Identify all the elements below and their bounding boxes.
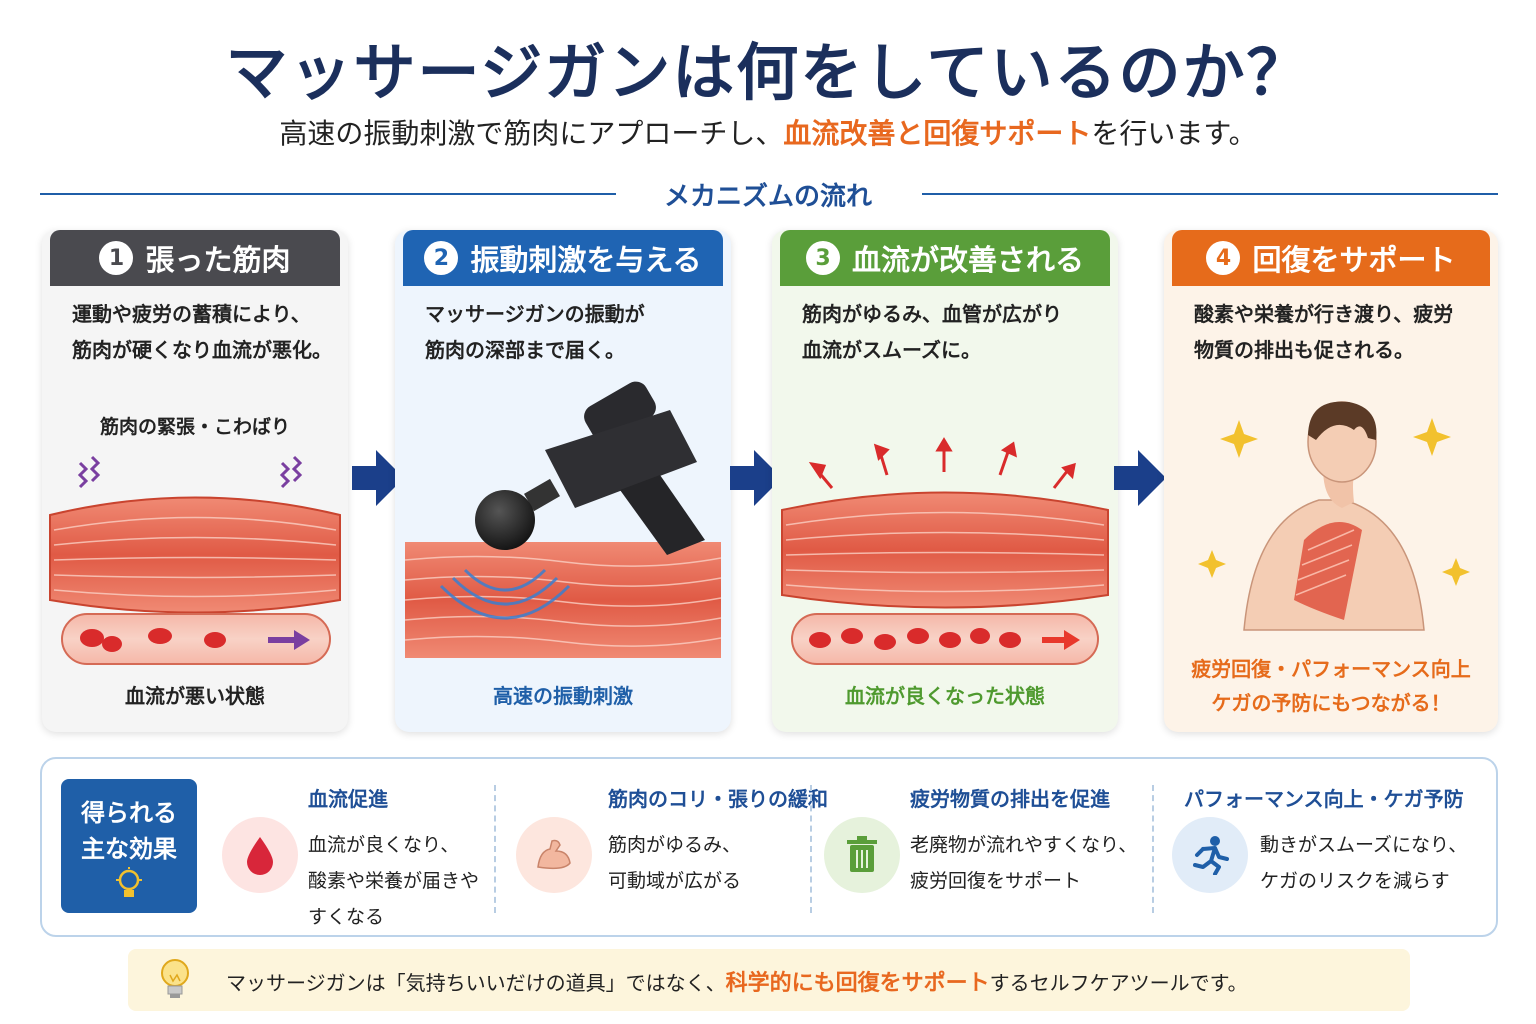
step-title: 振動刺激を与える (470, 243, 702, 277)
effect-item-waste-removal: 疲労物質の排出を促進 老廃物が流れやすくなり、 疲労回復をサポート (824, 759, 1154, 935)
vibration-label: 高速の振動刺激 (493, 684, 633, 708)
effect-title: 血流促進 (308, 787, 388, 811)
step-header-4: 4 回復をサポート (1172, 230, 1490, 286)
effect-line: 可動域が広がる (608, 870, 742, 892)
effect-item-performance: パフォーマンス向上・ケガ予防 動きがスムーズになり、 ケガのリスクを減らす (1172, 759, 1492, 935)
lightbulb-icon (161, 959, 189, 998)
upward-arrows-icon (808, 437, 1076, 489)
desc-line: 筋肉の深部まで届く。 (425, 338, 625, 362)
subtitle-accent: 血流改善と回復サポート (783, 117, 1092, 150)
outcome-line: ケガの予防にもつながる！ (1211, 691, 1451, 715)
tension-zigzag-icon (77, 455, 303, 489)
flexed-arm-icon (516, 817, 592, 893)
desc-line: マッサージガンの振動が (425, 302, 645, 326)
massage-gun-illustration (405, 381, 721, 658)
desc-line: 物質の排出も促される。 (1194, 338, 1414, 362)
step-description: マッサージガンの振動が 筋肉の深部まで届く。 (395, 286, 731, 368)
effect-text: 筋肉がゆるみ、 可動域が広がる (608, 827, 741, 899)
effect-text: 血流が良くなり、 酸素や栄養が届きや すくなる (308, 827, 479, 935)
step-number: 4 (1206, 241, 1241, 275)
flow-label: メカニズムの流れ (0, 176, 1536, 213)
step-card-2: 2 振動刺激を与える マッサージガンの振動が 筋肉の深部まで届く。 高速の振動刺… (395, 230, 731, 732)
flow-label-text: メカニズムの流れ (637, 182, 898, 212)
running-person-icon (1172, 817, 1248, 893)
page-subtitle: 高速の振動刺激で筋肉にアプローチし、血流改善と回復サポートを行います。 (0, 112, 1536, 152)
recovered-person-illustration (1198, 401, 1470, 631)
effect-line: 老廃物が流れやすくなり、 (910, 834, 1138, 856)
effect-title: パフォーマンス向上・ケガ予防 (1184, 787, 1464, 811)
subtitle-part: 高速の振動刺激で筋肉にアプローチし、 (279, 117, 784, 150)
effect-text: 老廃物が流れやすくなり、 疲労回復をサポート (910, 827, 1137, 899)
step-header-1: 1 張った筋肉 (50, 230, 340, 286)
tip-part: マッサージガンは「気持ちいいだけの道具」ではなく、 (226, 971, 726, 995)
flow-arrow-icon (730, 450, 782, 506)
effects-panel: 得られる 主な効果 血流促進 血流が良くなり、 酸素や栄養が届きや すくなる 筋… (40, 757, 1498, 937)
tense-muscle-illustration (49, 455, 341, 614)
effect-line: 酸素や栄養が届きや (308, 870, 480, 892)
effect-line: 筋肉がゆるみ、 (608, 834, 742, 856)
desc-line: 運動や疲労の蓄積により、 (72, 302, 311, 326)
effect-title: 疲労物質の排出を促進 (910, 787, 1110, 811)
sparkle-icon (1198, 418, 1470, 586)
step-card-4: 4 回復をサポート 酸素や栄養が行き渡り、疲労 物質の排出も促される。 疲労回復… (1164, 230, 1498, 732)
effect-title: 筋肉のコリ・張りの緩和 (608, 787, 828, 811)
effects-divider (810, 785, 812, 913)
flow-rule-right (922, 193, 1498, 195)
desc-line: 酸素や栄養が行き渡り、疲労 (1194, 302, 1454, 326)
effect-item-blood-flow: 血流促進 血流が良くなり、 酸素や栄養が届きや すくなる (218, 759, 498, 935)
step-header-3: 3 血流が改善される (780, 230, 1110, 286)
badge-line: 主な効果 (81, 835, 177, 863)
step-number: 2 (424, 241, 459, 275)
recovery-outcome-label: 疲労回復・パフォーマンス向上 ケガの予防にもつながる！ (1164, 652, 1498, 720)
blood-drop-icon (222, 817, 298, 893)
step-number: 1 (99, 241, 134, 275)
effect-text: 動きがスムーズになり、 ケガのリスクを減らす (1260, 827, 1467, 899)
flow-arrow-icon (352, 450, 404, 506)
step-title: 血流が改善される (851, 243, 1084, 277)
muscle-tension-label: 筋肉の緊張・こわばり (99, 416, 290, 438)
poor-blood-flow-label: 血流が悪い状態 (125, 684, 265, 708)
step-description: 筋肉がゆるみ、血管が広がり 血流がスムーズに。 (772, 286, 1118, 368)
flow-arrow-icon (1114, 450, 1166, 506)
badge-line: 得られる (81, 799, 177, 827)
subtitle-part: を行います。 (1091, 117, 1257, 150)
good-blood-flow-label: 血流が良くなった状態 (845, 684, 1045, 708)
tip-part: するセルフケアツールです。 (989, 971, 1248, 995)
effect-line: すくなる (308, 906, 385, 928)
desc-line: 筋肉がゆるみ、血管が広がり (802, 302, 1062, 326)
desc-line: 筋肉が硬くなり血流が悪化。 (72, 338, 332, 362)
step-title: 回復をサポート (1252, 243, 1456, 277)
step-header-2: 2 振動刺激を与える (403, 230, 723, 286)
trash-can-icon (824, 817, 900, 893)
page-title: マッサージガンは何をしているのか？ (225, 36, 1311, 109)
step-description: 酸素や栄養が行き渡り、疲労 物質の排出も促される。 (1164, 286, 1498, 368)
effects-badge: 得られる 主な効果 (61, 779, 197, 913)
effects-divider (1152, 785, 1154, 913)
step-description: 運動や疲労の蓄積により、 筋肉が硬くなり血流が悪化。 (42, 286, 348, 368)
poor-blood-vessel-illustration (61, 613, 331, 665)
tip-banner: マッサージガンは「気持ちいいだけの道具」ではなく、科学的にも回復をサポートするセ… (128, 949, 1410, 1011)
effect-line: 疲労回復をサポート (910, 870, 1082, 892)
lightbulb-icon (116, 867, 142, 897)
effect-line: ケガのリスクを減らす (1260, 870, 1450, 892)
step-number: 3 (805, 241, 840, 275)
desc-line: 血流がスムーズに。 (802, 338, 981, 362)
relaxed-muscle-illustration (781, 437, 1109, 609)
tip-text: マッサージガンは「気持ちいいだけの道具」ではなく、科学的にも回復をサポートするセ… (226, 965, 1248, 997)
step-card-3: 3 血流が改善される 筋肉がゆるみ、血管が広がり 血流がスムーズに。 血流が (772, 230, 1118, 732)
effect-line: 動きがスムーズになり、 (1260, 834, 1468, 856)
flow-rule-left (40, 193, 616, 195)
step-card-1: 1 張った筋肉 運動や疲労の蓄積により、 筋肉が硬くなり血流が悪化。 筋肉の緊張… (42, 230, 348, 732)
good-blood-vessel-illustration (791, 613, 1099, 665)
outcome-line: 疲労回復・パフォーマンス向上 (1191, 657, 1471, 681)
effect-item-muscle-relief: 筋肉のコリ・張りの緩和 筋肉がゆるみ、 可動域が広がる (516, 759, 828, 935)
step-title: 張った筋肉 (145, 243, 291, 277)
tip-accent: 科学的にも回復をサポート (725, 971, 990, 996)
effects-divider (494, 785, 496, 913)
effect-line: 血流が良くなり、 (308, 834, 460, 856)
